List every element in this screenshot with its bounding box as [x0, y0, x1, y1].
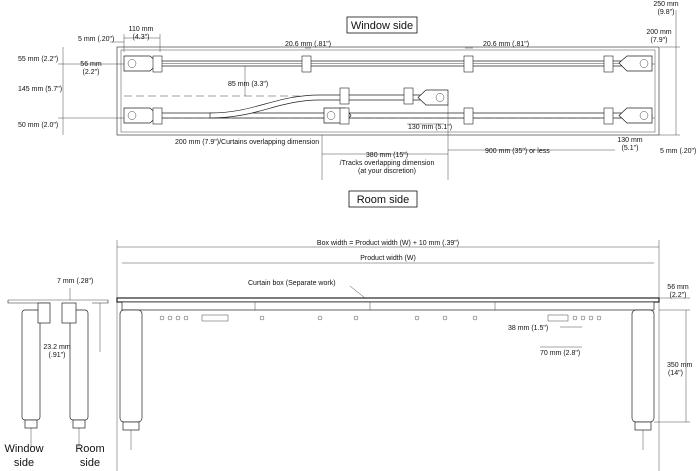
dim-20-6-left: 20.6 mm (.81") — [285, 41, 331, 48]
dim-23-2-in: (.91") — [49, 352, 66, 359]
dim-200-in: (7.9") — [651, 37, 668, 44]
dim-56-in: (2.2") — [83, 69, 100, 76]
dim-250-in: (9.8") — [658, 9, 675, 16]
dim-250: 250 mm — [653, 1, 678, 8]
end-unit-right-bottom — [618, 107, 653, 124]
dim-130-right-in: (5.1") — [622, 145, 639, 152]
curtain-box-label: Curtain box (Separate work) — [248, 280, 336, 287]
window-side-line1: Window — [4, 443, 43, 455]
front-view: Box width = Product width (W) + 10 mm (.… — [4, 240, 692, 471]
dim-110-in: (4.3") — [133, 34, 150, 41]
top-box-outer — [116, 46, 660, 136]
dim-20-6-right: 20.6 mm (.81") — [483, 41, 529, 48]
room-side-label: Room side — [357, 194, 410, 206]
dim-145: 145 mm (5.7") — [18, 86, 62, 93]
dim-350-in: (14") — [668, 370, 683, 377]
dim-56: 56 mm — [80, 61, 102, 68]
dim-350: 350 mm — [667, 362, 692, 369]
dim-380-note2: (at your discretion) — [358, 168, 416, 175]
end-unit-right-top — [618, 55, 653, 72]
curtain-box — [116, 297, 660, 303]
dim-110: 110 mm — [129, 26, 154, 33]
dim-50: 50 mm (2.0") — [18, 122, 58, 129]
brackets-top — [152, 55, 614, 73]
dim-380: 380 mm (15") — [366, 152, 408, 159]
window-side-box — [346, 16, 418, 34]
dim-85: 85 mm (3.3") — [228, 81, 268, 88]
end-unit-mid — [417, 89, 449, 106]
dim-130-mid: 130 mm (5.1") — [408, 124, 452, 131]
top-view: Window side — [18, 1, 696, 208]
box-width-label: Box width = Product width (W) + 10 mm (.… — [317, 240, 459, 247]
window-side-label: Window side — [351, 20, 413, 32]
runners — [125, 314, 602, 322]
dim-56-front: 56 mm — [667, 284, 689, 291]
top-box-inner — [120, 49, 656, 133]
dim-38: 38 mm (1.5") — [508, 325, 548, 332]
dim-130-right: 130 mm — [617, 137, 642, 144]
dim-5-right: 5 mm (.20") — [660, 148, 696, 155]
dim-5-left: 5 mm (.20") — [78, 36, 114, 43]
dim-380-note1: /Tracks overlapping dimension — [340, 160, 435, 167]
dim-200-overlap: 200 mm (7.9")/Curtains overlapping dimen… — [175, 139, 319, 146]
dim-200: 200 mm — [646, 29, 671, 36]
brackets-bottom — [152, 87, 614, 125]
motor-right — [631, 309, 655, 450]
product-width-label: Product width (W) — [360, 255, 416, 262]
window-side-line2: side — [14, 457, 34, 469]
dim-900: 900 mm (35") or less — [485, 148, 550, 155]
dim-55: 55 mm (2.2") — [18, 56, 58, 63]
side-section-room — [61, 300, 109, 448]
room-side-box — [348, 190, 418, 208]
front-track — [121, 301, 655, 311]
dim-23-2: 23.2 mm — [43, 344, 70, 351]
dim-70: 70 mm (2.8") — [540, 350, 580, 357]
motor-left — [119, 309, 143, 450]
dim-7: 7 mm (.28") — [57, 278, 93, 285]
dim-56-front-in: (2.2") — [670, 292, 687, 299]
room-side-line2: side — [80, 457, 100, 469]
side-section-window — [7, 299, 108, 448]
room-side-line1: Room — [75, 443, 104, 455]
